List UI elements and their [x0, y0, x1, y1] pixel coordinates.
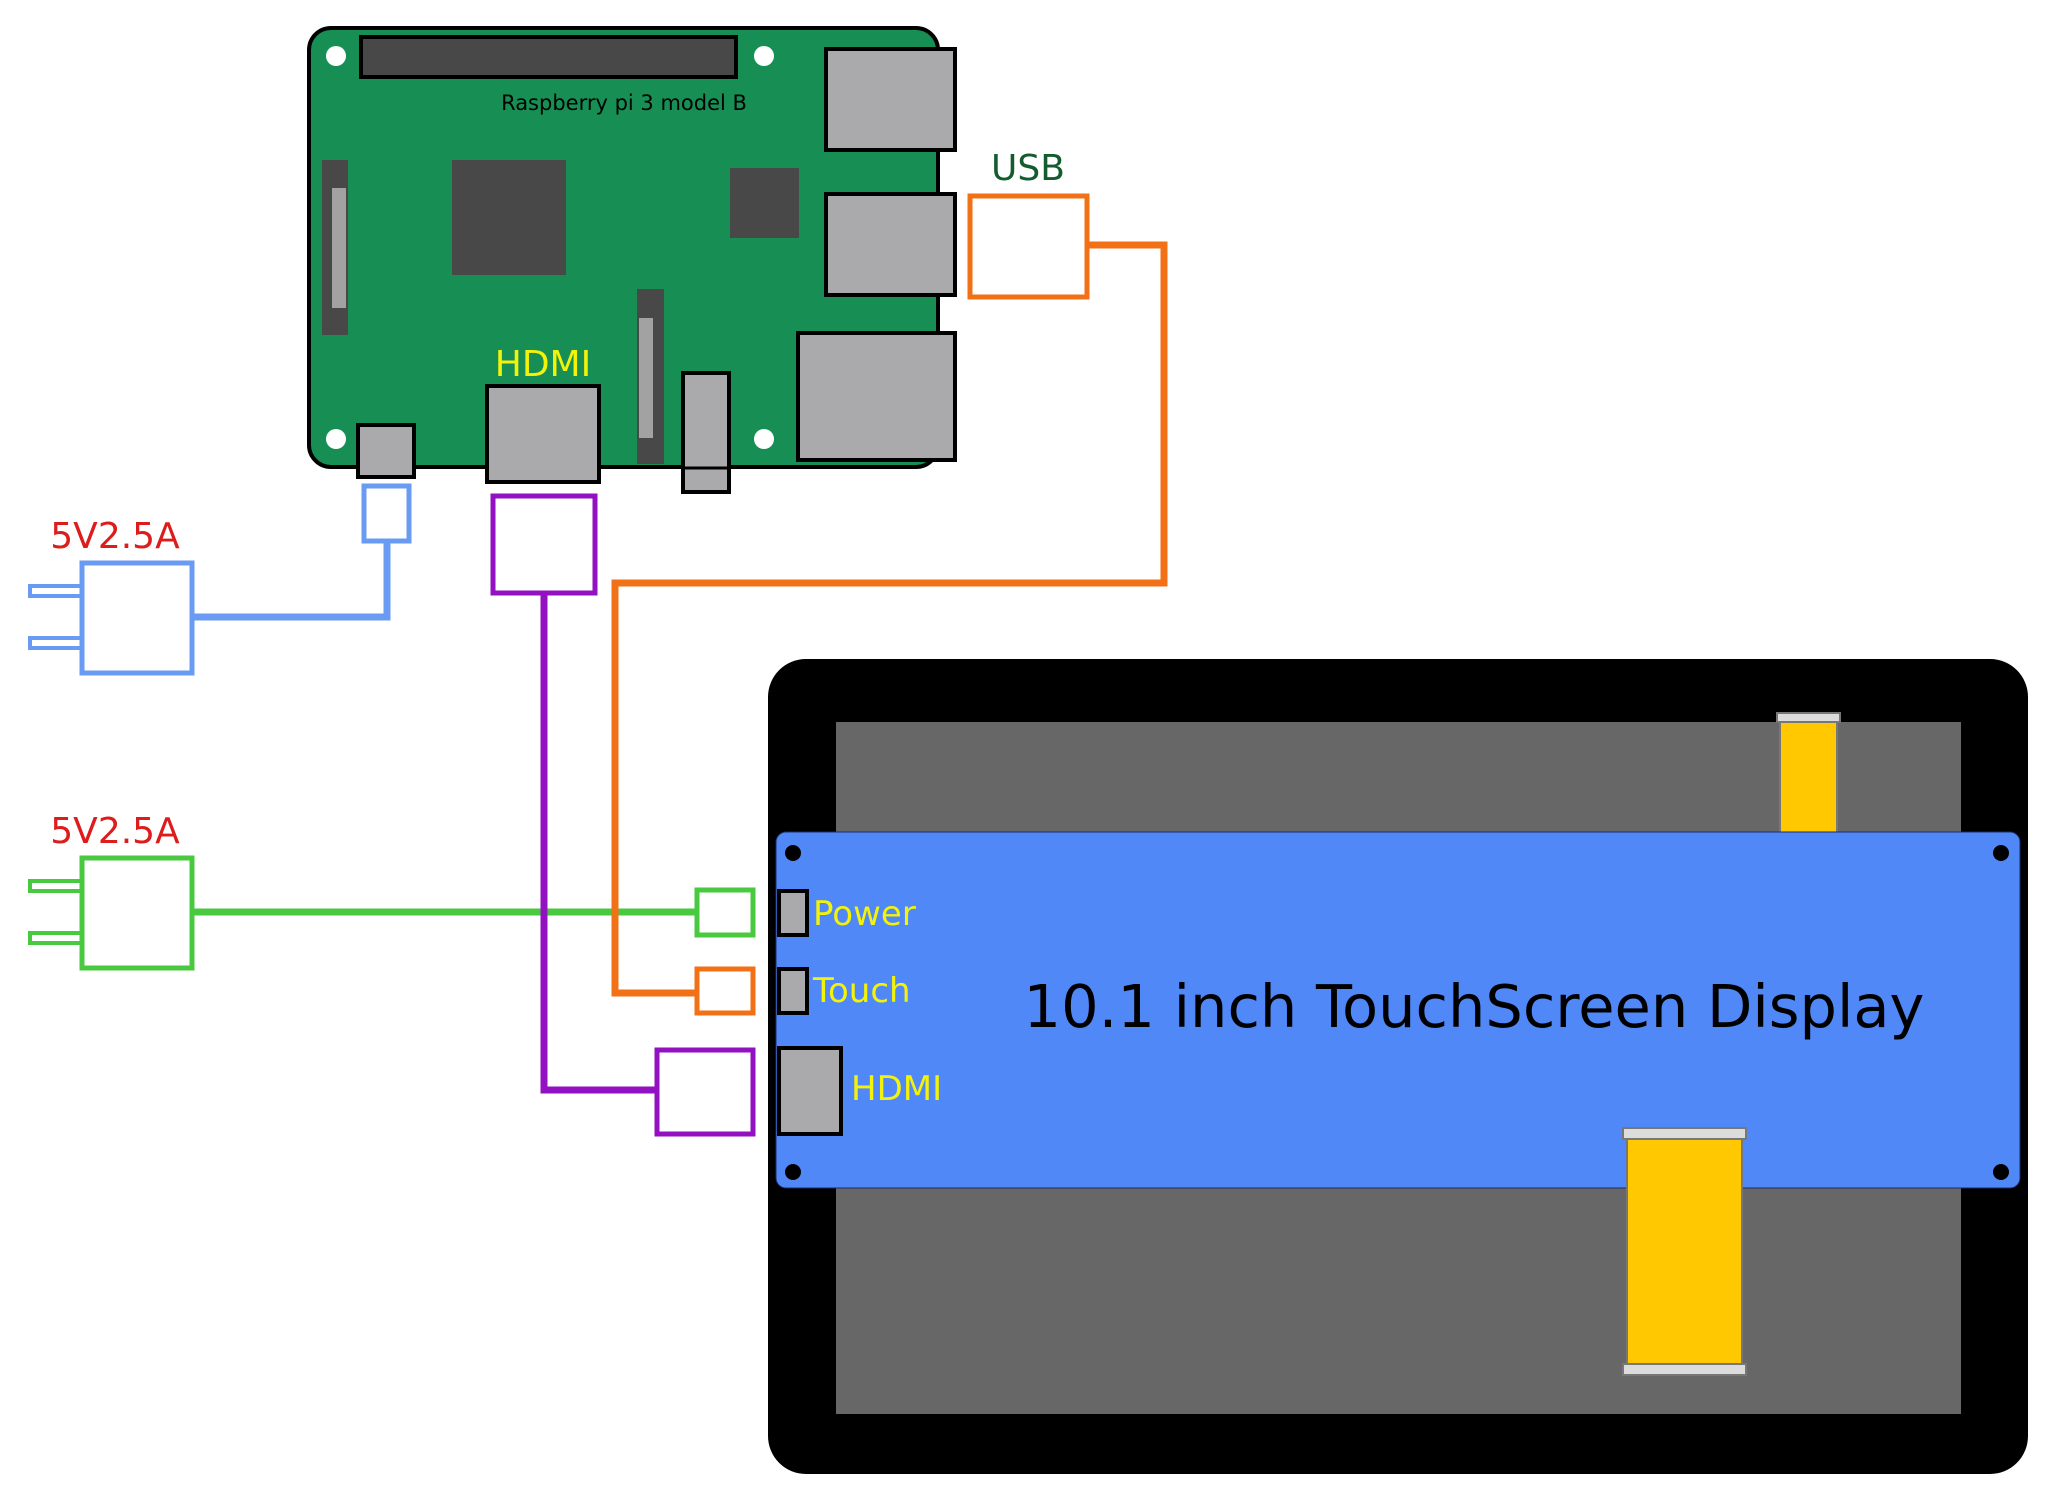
display-power-plug	[694, 887, 756, 938]
pi-mount-hole	[326, 429, 346, 449]
display-title: 10.1 inch TouchScreen Display	[1024, 972, 1925, 1041]
raspberry-pi-board: Raspberry pi 3 model B HDMI	[307, 26, 957, 494]
usb-plug	[967, 193, 1090, 300]
adapter-prong	[28, 879, 84, 893]
display-power-port	[777, 889, 809, 937]
usb-port	[824, 47, 957, 152]
adapter-prong	[28, 584, 84, 598]
power-adapter-label: 5V2.5A	[50, 516, 180, 557]
power-port-label: Power	[813, 894, 916, 934]
ribbon-cable-bottom	[1626, 1134, 1743, 1371]
camera-connector-slot	[639, 318, 653, 438]
driver-board	[775, 831, 2021, 1189]
pi-model-label: Raspberry pi 3 model B	[501, 91, 747, 115]
pi-hdmi-plug	[490, 493, 598, 596]
pi-power-cable	[193, 483, 412, 621]
adapter-body	[79, 855, 195, 971]
hdmi-port-label: HDMI	[851, 1069, 942, 1109]
display-power-cable	[193, 887, 756, 938]
ribbon-cap	[1622, 1127, 1747, 1140]
display-connector-slot	[332, 188, 346, 308]
pi-mount-hole	[754, 429, 774, 449]
driver-board-hole	[1993, 1164, 2009, 1180]
hdmi-port	[485, 384, 601, 484]
display-touch-port	[777, 967, 809, 1015]
adapter-prong	[28, 636, 84, 650]
ethernet-port	[796, 331, 957, 462]
power-adapter-label: 5V2.5A	[50, 811, 180, 852]
pi-hdmi-label: HDMI	[495, 344, 591, 385]
usb-port	[824, 192, 957, 297]
audio-jack	[681, 371, 731, 494]
hdmi-cable	[490, 493, 756, 1137]
display-hdmi-plug	[654, 1047, 756, 1137]
usb-label: USB	[991, 148, 1065, 189]
touchscreen-display: Power Touch HDMI 10.1 inch TouchScreen D…	[768, 659, 2028, 1474]
adapter-prong	[28, 931, 84, 945]
usb-cable	[611, 193, 1168, 1016]
adapter-body	[79, 560, 195, 676]
ribbon-cap	[1622, 1363, 1747, 1376]
gpio-header	[359, 35, 738, 79]
touch-port-label: Touch	[812, 971, 911, 1011]
lan-chip	[730, 168, 799, 238]
driver-board-hole	[785, 845, 801, 861]
driver-board-hole	[1993, 845, 2009, 861]
ribbon-cap	[1776, 712, 1841, 723]
driver-board-hole	[785, 1164, 801, 1180]
power-adapter-display: 5V2.5A	[28, 811, 195, 971]
pi-mount-hole	[326, 46, 346, 66]
touch-plug	[694, 966, 756, 1016]
power-adapter-pi: 5V2.5A	[28, 516, 195, 676]
pi-mount-hole	[754, 46, 774, 66]
cpu-chip	[452, 160, 566, 275]
micro-usb-port	[356, 423, 416, 479]
display-hdmi-port	[777, 1046, 843, 1136]
pi-power-plug	[361, 483, 412, 544]
